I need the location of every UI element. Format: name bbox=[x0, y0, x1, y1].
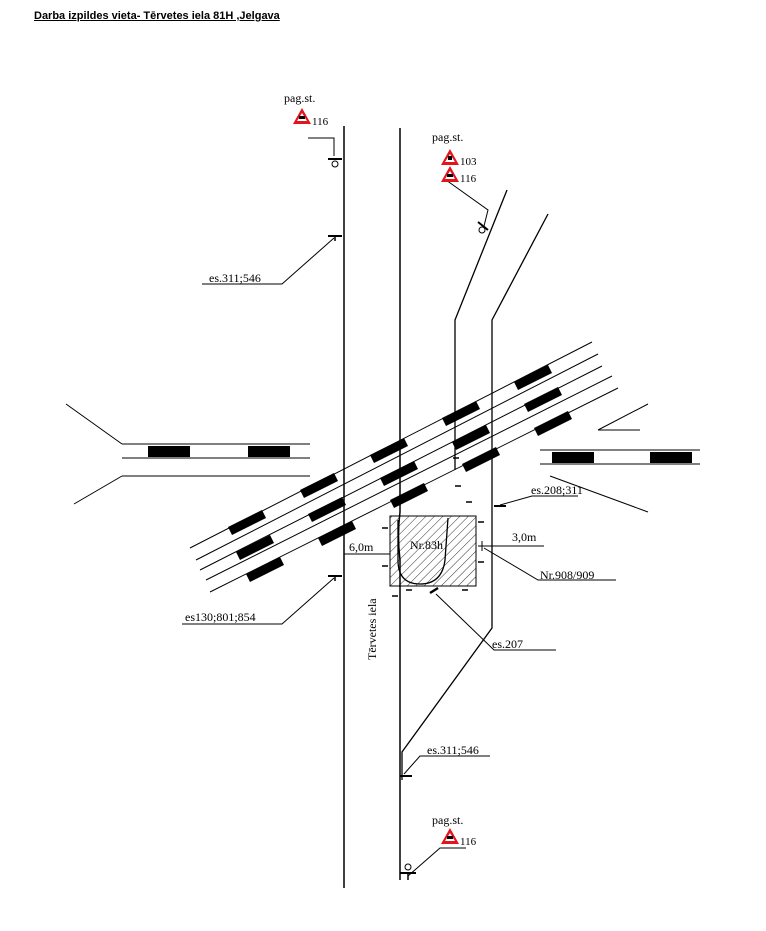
dimension-3m bbox=[478, 541, 544, 551]
sign-pole-top-right bbox=[477, 221, 489, 234]
warning-sign-bottom-icon bbox=[441, 828, 459, 844]
warning-sign-top-left-icon bbox=[293, 108, 311, 124]
sign-code-2b: 116 bbox=[460, 173, 477, 185]
page-title: Darba izpildes vieta- Tērvetes iela 81H … bbox=[34, 10, 280, 22]
rail-barrier-row-3 bbox=[246, 411, 572, 582]
sign-pole-bottom bbox=[400, 863, 416, 880]
es-208-311-label: es.208;311 bbox=[531, 483, 583, 497]
street-name-label: Tērvetes iela bbox=[365, 598, 379, 660]
warning-sign-top-right-1-icon bbox=[441, 149, 459, 165]
sign-code-2a: 103 bbox=[460, 156, 477, 168]
sign-pole-top-left bbox=[328, 158, 342, 168]
dimension-6m bbox=[343, 549, 390, 559]
es-311-546-bottom-label: es.311;546 bbox=[427, 743, 479, 757]
pag-st-bottom: pag.st. bbox=[432, 813, 463, 827]
dimension-6m-label: 6,0m bbox=[349, 540, 374, 554]
work-area-label: Nr.83h bbox=[410, 538, 443, 552]
left-barrier bbox=[65, 403, 310, 505]
dimension-3m-label: 3,0m bbox=[512, 530, 537, 544]
right-barrier bbox=[540, 403, 700, 513]
rail-barrier-row-1 bbox=[228, 365, 552, 535]
leader-lines bbox=[182, 137, 616, 877]
sign-code-3: 116 bbox=[460, 836, 477, 848]
safety-dashes bbox=[382, 457, 484, 597]
work-area-hatch bbox=[389, 515, 477, 587]
warning-sign-top-right-2-icon bbox=[441, 166, 459, 182]
nr-908-909-label: Nr.908/909 bbox=[540, 568, 594, 582]
sign-code-1: 116 bbox=[312, 116, 329, 128]
side-road-outer bbox=[401, 213, 549, 780]
rail-barrier-row-2 bbox=[236, 387, 562, 560]
pag-st-top-left: pag.st. bbox=[284, 91, 315, 105]
sign-pole-130 bbox=[328, 575, 342, 581]
sign-pole-311-top bbox=[328, 235, 342, 241]
sign-pole-207 bbox=[429, 586, 439, 595]
pag-st-top-right: pag.st. bbox=[432, 130, 463, 144]
es-130-801-854-label: es130;801;854 bbox=[185, 610, 256, 624]
es-207-label: es.207 bbox=[492, 637, 523, 651]
es-311-546-top-label: es.311;546 bbox=[209, 271, 261, 285]
